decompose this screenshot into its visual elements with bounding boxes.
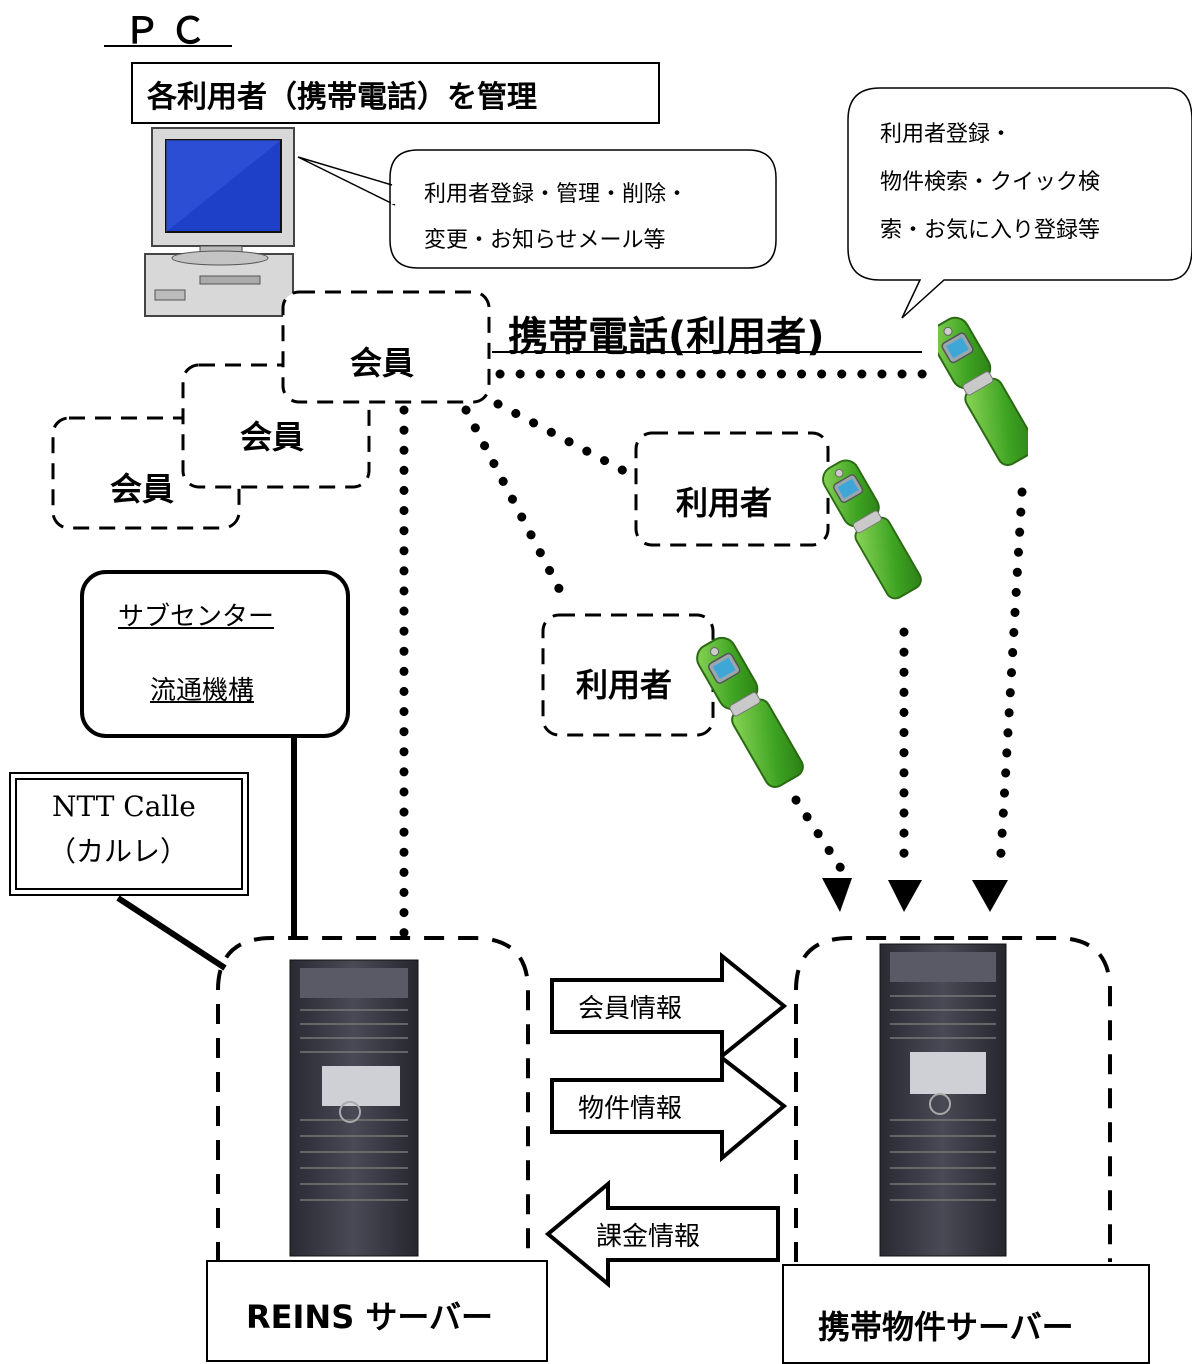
reins-server-box: REINS サーバー [206, 1260, 548, 1362]
member-label-3: 会員 [350, 344, 415, 382]
member-label-2: 会員 [240, 418, 305, 456]
pc-subtitle-box: 各利用者（携帯電話）を管理 [131, 62, 660, 124]
ntt-label: NTT Calle [52, 790, 196, 823]
pc-computer-icon [144, 127, 295, 317]
ntt-link [116, 895, 227, 971]
phone-bubble-line3: 索・お気に入り登録等 [880, 218, 1101, 243]
user-label-2: 利用者 [576, 666, 673, 704]
subcenter-label: サブセンター [118, 602, 275, 632]
phone-bubble-line1: 利用者登録・ [880, 122, 1013, 147]
mobile-server-rack-icon [879, 943, 1007, 1257]
reins-server-frame [216, 936, 530, 1262]
pc-bubble-line1: 利用者登録・管理・削除・ [424, 182, 689, 207]
phone-icon-1 [938, 312, 1028, 470]
user-label-1: 利用者 [676, 484, 773, 522]
mobile-server-box: 携帯物件サーバー [782, 1264, 1150, 1364]
subcenter-box [80, 570, 350, 738]
pc-speech-bubble [297, 149, 777, 269]
member-info-arrow [550, 951, 788, 1061]
phone-icon-2 [816, 455, 926, 604]
property-info-arrow [550, 1053, 788, 1163]
dotted-connections [399, 369, 1027, 940]
pc-subtitle: 各利用者（携帯電話）を管理 [147, 80, 537, 115]
member-info-label: 会員情報 [578, 994, 683, 1024]
property-info-label: 物件情報 [578, 1094, 683, 1124]
reins-server-label: REINS サーバー [246, 1298, 494, 1336]
mobile-user-title: 携帯電話(利用者) [508, 314, 825, 360]
phone-speech-bubble [847, 87, 1192, 319]
user-box-1 [634, 431, 830, 547]
mobile-server-frame [794, 936, 1112, 1262]
ntt-box [9, 772, 249, 896]
user-box-2 [541, 613, 715, 737]
reins-server-rack-icon [289, 959, 419, 1257]
phone-bubble-line2: 物件検索・クイック検 [880, 170, 1101, 195]
incoming-arrowheads [822, 878, 1008, 912]
ntt-kana-label: （カルレ） [48, 835, 189, 868]
member-label-1: 会員 [110, 470, 175, 508]
mobile-server-label: 携帯物件サーバー [818, 1308, 1074, 1346]
distribution-org-label: 流通機構 [150, 676, 255, 706]
billing-info-label: 課金情報 [596, 1222, 701, 1252]
member-box-3 [281, 290, 491, 404]
billing-info-arrow [544, 1179, 780, 1289]
pc-title: ＰＣ [124, 11, 217, 52]
pc-bubble-line2: 変更・お知らせメール等 [424, 228, 666, 253]
